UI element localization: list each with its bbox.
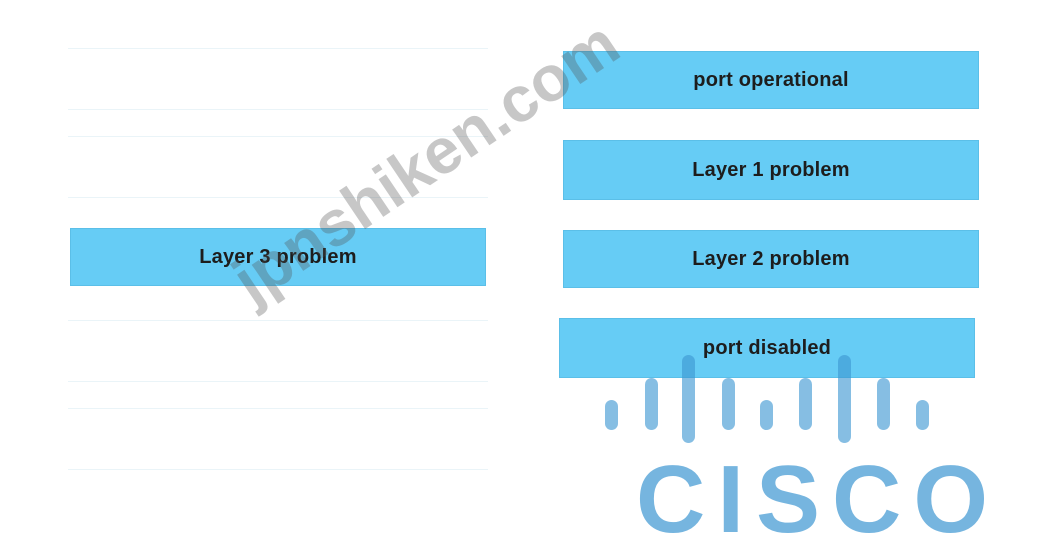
- option-chip-layer-1-problem[interactable]: Layer 1 problem: [563, 140, 979, 200]
- drop-target-1[interactable]: [68, 48, 488, 110]
- drop-target-5[interactable]: [68, 408, 488, 470]
- cisco-logo-text: CISCO: [636, 446, 1001, 553]
- drop-target-4[interactable]: [68, 320, 488, 382]
- drop-target-2[interactable]: [68, 136, 488, 198]
- cisco-logo-bars-icon: [605, 355, 929, 443]
